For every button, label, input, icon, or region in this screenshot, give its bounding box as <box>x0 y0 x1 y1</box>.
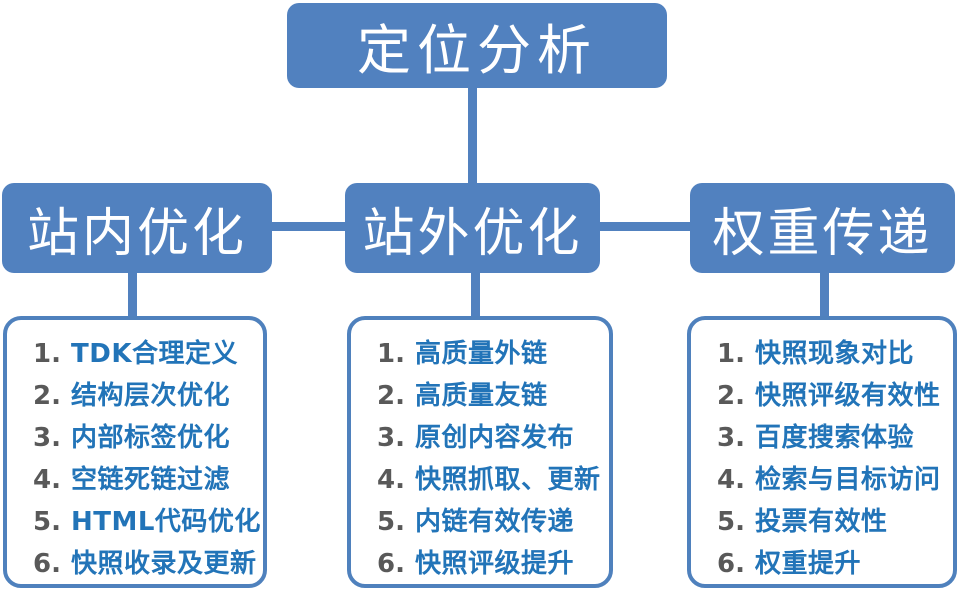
list-item: 3. 百度搜索体验 <box>717 417 953 459</box>
node-weight-transfer: 权重传递 <box>690 183 955 273</box>
item-text: 高质量外链 <box>415 339 548 369</box>
list-item: 4. 空链死链过滤 <box>33 459 263 501</box>
item-text: 内部标签优化 <box>71 423 231 453</box>
item-text: 结构层次优化 <box>71 381 231 411</box>
item-number: 2. <box>377 381 405 411</box>
list-item: 6. 快照收录及更新 <box>33 543 263 585</box>
list-panel-offsite: 1. 高质量外链 2. 高质量友链 3. 原创内容发布 4. 快照抓取、更新 5… <box>347 316 613 588</box>
connector-onsite-to-offsite <box>270 222 347 231</box>
item-text: 快照抓取、更新 <box>415 465 601 495</box>
item-text: 高质量友链 <box>415 381 548 411</box>
node-label: 定位分析 <box>357 19 597 82</box>
list-item: 5. HTML代码优化 <box>33 501 263 543</box>
item-number: 5. <box>717 507 745 537</box>
node-onsite-optimization: 站内优化 <box>2 183 272 273</box>
connector-offsite-to-weight <box>598 222 692 231</box>
node-label: 权重传递 <box>712 203 933 264</box>
item-text: TDK合理定义 <box>71 339 238 369</box>
item-number: 1. <box>33 339 61 369</box>
list-item: 1. TDK合理定义 <box>33 333 263 375</box>
item-number: 5. <box>33 507 61 537</box>
item-text: 检索与目标访问 <box>755 465 941 495</box>
list-item: 4. 检索与目标访问 <box>717 459 953 501</box>
list-panel-weight: 1. 快照现象对比 2. 快照评级有效性 3. 百度搜索体验 4. 检索与目标访… <box>687 316 957 588</box>
item-text: 原创内容发布 <box>415 423 575 453</box>
list-item: 6. 权重提升 <box>717 543 953 585</box>
connector-offsite-to-list <box>471 271 480 320</box>
item-text: 权重提升 <box>755 549 862 579</box>
item-number: 6. <box>33 549 61 579</box>
item-text: 快照评级提升 <box>415 549 575 579</box>
connector-onsite-to-list <box>128 271 137 320</box>
item-number: 4. <box>377 465 405 495</box>
item-number: 3. <box>717 423 745 453</box>
list-item: 6. 快照评级提升 <box>377 543 609 585</box>
item-text: HTML代码优化 <box>71 507 261 537</box>
item-text: 投票有效性 <box>755 507 888 537</box>
list-item: 3. 原创内容发布 <box>377 417 609 459</box>
node-label: 站内优化 <box>26 203 247 264</box>
item-number: 3. <box>377 423 405 453</box>
item-text: 百度搜索体验 <box>755 423 915 453</box>
node-positioning-analysis: 定位分析 <box>287 3 667 88</box>
list-item: 2. 高质量友链 <box>377 375 609 417</box>
item-number: 6. <box>717 549 745 579</box>
item-number: 5. <box>377 507 405 537</box>
list-item: 2. 结构层次优化 <box>33 375 263 417</box>
connector-root-to-offsite <box>468 86 477 184</box>
item-number: 1. <box>377 339 405 369</box>
item-number: 2. <box>33 381 61 411</box>
list-item: 2. 快照评级有效性 <box>717 375 953 417</box>
item-number: 4. <box>717 465 745 495</box>
connector-weight-to-list <box>820 267 829 320</box>
item-number: 2. <box>717 381 745 411</box>
item-text: 快照收录及更新 <box>71 549 257 579</box>
node-label: 站外优化 <box>362 203 583 264</box>
list-item: 1. 快照现象对比 <box>717 333 953 375</box>
item-number: 3. <box>33 423 61 453</box>
list-item: 3. 内部标签优化 <box>33 417 263 459</box>
item-text: 内链有效传递 <box>415 507 575 537</box>
item-text: 快照评级有效性 <box>755 381 941 411</box>
list-item: 5. 投票有效性 <box>717 501 953 543</box>
item-number: 6. <box>377 549 405 579</box>
node-offsite-optimization: 站外优化 <box>345 183 600 273</box>
list-item: 1. 高质量外链 <box>377 333 609 375</box>
item-text: 快照现象对比 <box>755 339 915 369</box>
item-number: 1. <box>717 339 745 369</box>
item-text: 空链死链过滤 <box>71 465 231 495</box>
list-item: 5. 内链有效传递 <box>377 501 609 543</box>
list-item: 4. 快照抓取、更新 <box>377 459 609 501</box>
list-panel-onsite: 1. TDK合理定义 2. 结构层次优化 3. 内部标签优化 4. 空链死链过滤… <box>3 316 267 588</box>
item-number: 4. <box>33 465 61 495</box>
